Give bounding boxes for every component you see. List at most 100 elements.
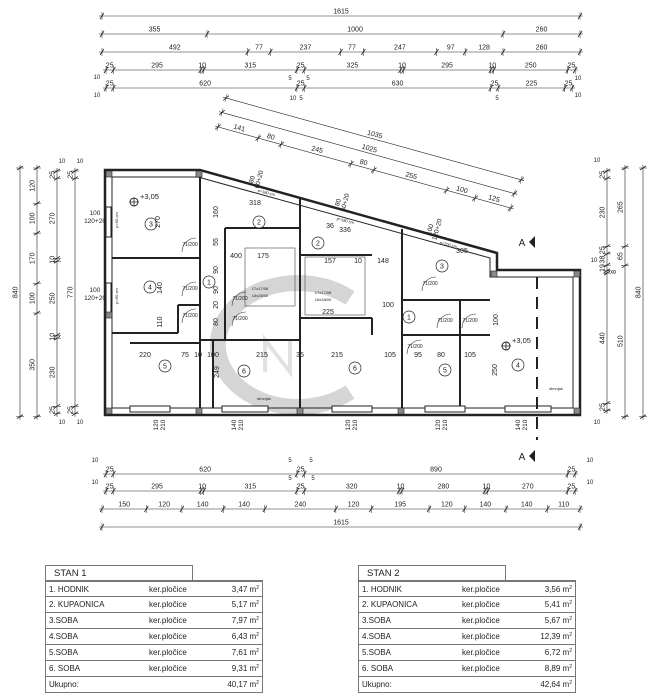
inner-dimension: 318 — [249, 200, 261, 207]
dimension-label: 315 — [244, 484, 256, 491]
inner-dimension: 95 — [414, 352, 422, 359]
dimension-tag: 10 — [587, 480, 594, 486]
room-number: 3 — [440, 264, 444, 271]
area-value: 5,17 m — [231, 600, 257, 609]
dimension-tag: 10 — [92, 458, 99, 464]
dimension-label: 510 — [618, 335, 625, 347]
area-value: 6,72 m — [544, 648, 570, 657]
area-unit-exponent: 2 — [569, 616, 572, 622]
dimension-label: 80 — [266, 133, 275, 142]
inner-dimension: 105 — [464, 352, 476, 359]
dimension-label: 125 — [487, 194, 500, 204]
dimension-tag: 10 — [290, 96, 297, 102]
dimension-label: 280 — [438, 484, 450, 491]
opening-height: 120+20 — [84, 295, 106, 302]
inner-dimension: 100 — [493, 314, 500, 326]
dimension-label: 770 — [68, 286, 75, 298]
inner-dimension: 10 — [354, 258, 362, 265]
total-area: 40,17 m2 — [219, 680, 259, 689]
opening-width: 80 — [334, 198, 343, 207]
dimension-label: 630 — [392, 81, 404, 88]
dimension-tag: 5 — [288, 476, 292, 482]
area-value: 9,31 m — [231, 664, 257, 673]
plan-note: dimnjak — [257, 396, 271, 401]
table-total-row: Ukupno: 40,17 m2 — [45, 677, 263, 693]
inner-walls — [112, 172, 490, 408]
area-value: 5,41 m — [544, 600, 570, 609]
floor-material: ker.pločice — [462, 664, 500, 673]
door-label: 71/200 — [232, 296, 248, 302]
dimension-tag: 10 — [77, 159, 84, 165]
dimension-label: 237 — [300, 45, 312, 52]
floor-material: ker.pločice — [462, 584, 500, 594]
room-number: 2 — [257, 220, 261, 227]
room-area: 7,97 m2 — [219, 616, 259, 625]
dimension-label: 260 — [536, 45, 548, 52]
dimension-label: 170 — [30, 252, 37, 264]
area-unit-exponent: 2 — [256, 616, 259, 622]
plan-notes: p=90 cmp=90 cmp=180 cmp=180 cmp=200 cm17… — [114, 188, 563, 401]
door-label: 71/200 — [462, 318, 478, 324]
floor-material: ker.pločice — [149, 632, 187, 641]
outer-walls — [103, 168, 582, 417]
opening-width: 100 — [90, 210, 101, 217]
room-area: 3,56 m2 — [532, 585, 572, 594]
opening-height: 210 — [238, 419, 245, 430]
dimension-label: 255 — [405, 171, 418, 181]
dimension-label: 77 — [255, 45, 263, 52]
dimension-label: 492 — [169, 45, 181, 52]
dimension-label: 120 — [348, 502, 360, 509]
room-area: 6,72 m2 — [532, 648, 572, 657]
opening-width: 120 — [435, 419, 442, 430]
dimension-label: 25 — [106, 63, 114, 70]
room-name: 2. KUPAONICA — [49, 600, 105, 609]
dimension-label: 1615 — [333, 9, 349, 16]
dimension-label: 10 — [482, 484, 490, 491]
plan-note: p=90 cm — [114, 212, 119, 228]
total-value: 42,64 m — [540, 680, 570, 689]
opening-labels: 100120+20100120+208060+208060+20100120+2… — [84, 170, 529, 431]
dimension-tag: 10 — [59, 159, 66, 165]
room-number-circle — [143, 280, 157, 294]
dimension-label: 25 — [600, 246, 607, 254]
room-number-circle — [511, 358, 525, 372]
room-number: 1 — [207, 280, 211, 287]
dimension-label: 295 — [151, 484, 163, 491]
dimension-label: 195 — [394, 502, 406, 509]
table-total-row: Ukupno:42,64 m2 — [358, 677, 576, 693]
inner-dimension: 157 — [324, 258, 336, 265]
opening-height: 210 — [442, 419, 449, 430]
room-number: 4 — [516, 363, 520, 370]
door-swing-icon — [181, 237, 197, 253]
dimension-label: 140 — [479, 502, 491, 509]
dimension-label: 38 — [600, 256, 607, 264]
dimension-label: 1035 — [366, 130, 383, 141]
door-swing-icon — [436, 313, 452, 329]
inner-dimension: 249 — [214, 366, 221, 378]
dimension-label: 1000 — [347, 27, 363, 34]
dimension-label: 25 — [297, 81, 305, 88]
dimension-label: 840 — [13, 286, 20, 298]
dimension-label: 150 — [118, 502, 130, 509]
door-label: 71/200 — [182, 286, 198, 292]
room-number-circle — [311, 236, 325, 250]
stairs — [244, 247, 366, 316]
dimension-label: 247 — [394, 45, 406, 52]
door-swing-icon — [231, 311, 247, 327]
pillars — [105, 170, 581, 415]
area-unit-exponent: 2 — [256, 680, 259, 686]
dimension-label: 25 — [565, 81, 573, 88]
total-label: Ukupno: — [49, 680, 79, 689]
room-name: 2. KUPAONICA — [362, 600, 418, 609]
dimension-tag: 10 — [92, 480, 99, 486]
dimension-label: 120 — [30, 180, 37, 192]
area-unit-exponent: 2 — [569, 664, 572, 670]
inner-dimension: 400 — [230, 253, 242, 260]
inner-dimension: 225 — [322, 309, 334, 316]
door-swing-icon — [461, 313, 477, 329]
